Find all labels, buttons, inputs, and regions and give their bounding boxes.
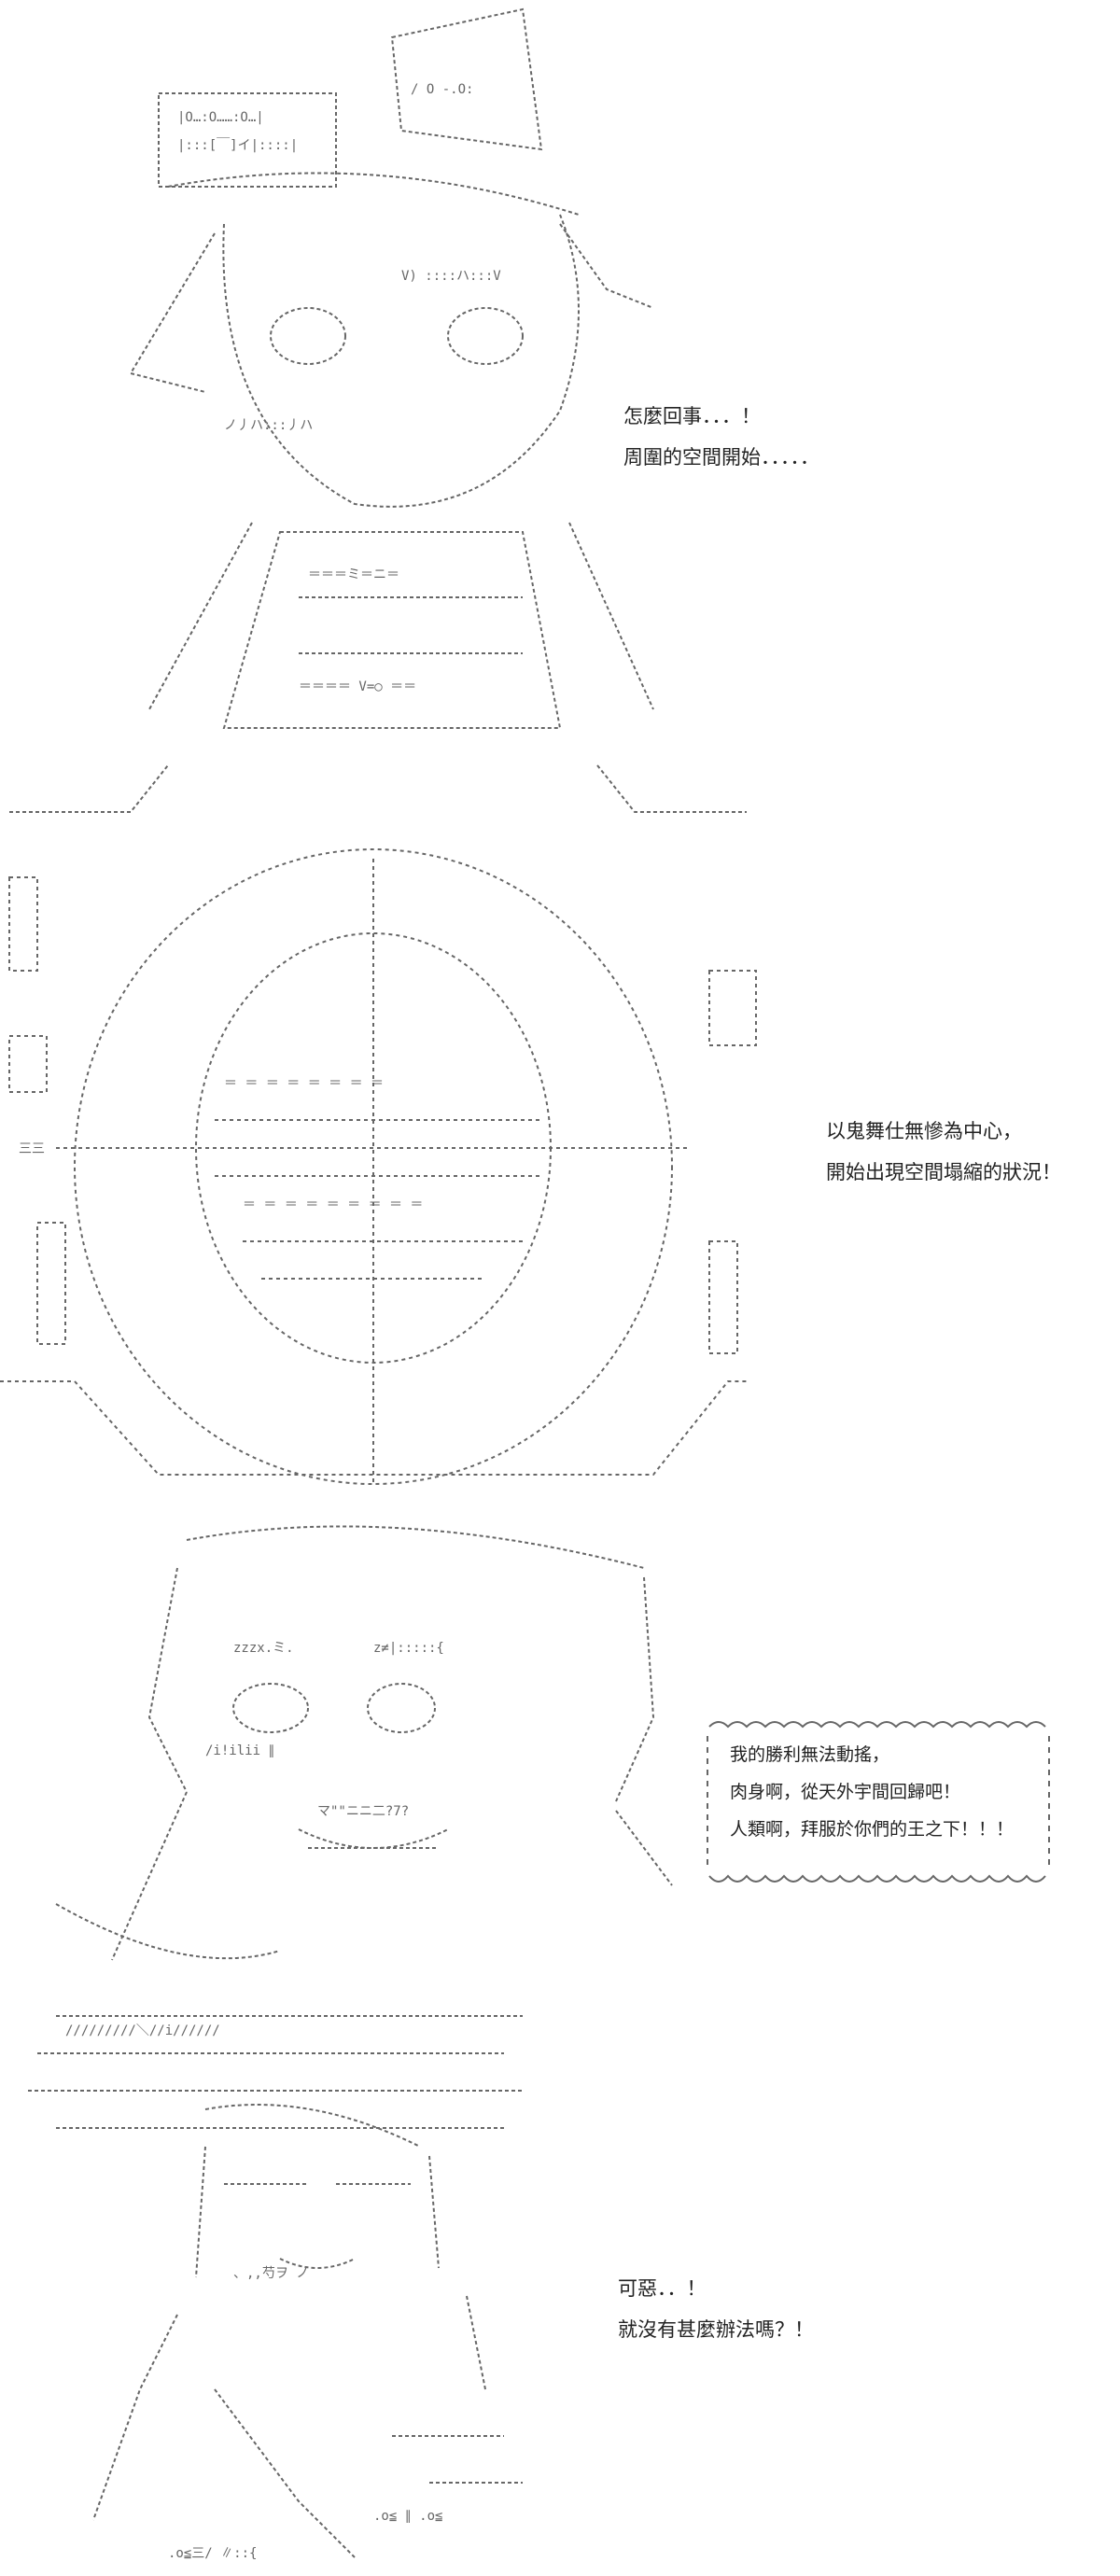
dialogue-panel-2: 以鬼舞仕無慘為中心， 開始出現空間塌縮的狀況！ (826, 1111, 1061, 1193)
svg-text:＝ ＝ ＝ ＝ ＝ ＝ ＝ ＝: ＝ ＝ ＝ ＝ ＝ ＝ ＝ ＝ (224, 1076, 384, 1091)
svg-text:|O…:O……:O…|: |O…:O……:O…| (177, 110, 264, 125)
speech-bubble: 我的勝利無法動搖， 肉身啊，從天外宇間回歸吧！ 人類啊，拜服於你們的王之下！！！ (709, 1725, 1055, 1874)
speech-line: 人類啊，拜服於你們的王之下！！！ (730, 1819, 1015, 1840)
panel-1: |O…:O……:O…| |:::[￣]イ|::::| / O ‐.O: V) :… (0, 0, 1120, 840)
svg-text:マ""ニニ二?7?: マ""ニニ二?7? (317, 1804, 409, 1819)
ascii-art-muzan-grinning: zzzx.ミ. z≠|:::::{ マ""ニニ二?7? /i!ilii ∥ (55, 1525, 673, 1961)
dialogue-line: 就沒有甚麼辦法嗎？！ (618, 2318, 814, 2341)
svg-text:zzzx.ミ.: zzzx.ミ. (233, 1641, 294, 1656)
dialogue-line: 以鬼舞仕無慘為中心， (826, 1120, 1022, 1142)
dialogue-line: 開始出現空間塌縮的狀況！ (826, 1161, 1061, 1183)
dialogue-panel-4: 可惡．．！ 就沒有甚麼辦法嗎？！ (618, 2268, 814, 2350)
dialogue-panel-1: 怎麼回事．．．！ 周圍的空間開始．．．．． (623, 396, 819, 478)
panel-3: zzzx.ミ. z≠|:::::{ マ""ニニ二?7? /i!ilii ∥ 我的… (0, 1512, 1120, 1997)
svg-text:/i!ilii ∥: /i!ilii ∥ (205, 1743, 274, 1758)
svg-text:、,,芍ヲ ノ: 、,,芍ヲ ノ (233, 2266, 309, 2281)
svg-text:/ O ‐.O:: / O ‐.O: (411, 82, 473, 97)
svg-text:＝ ＝ ＝ ＝ ＝ ＝ ＝ ＝ ＝: ＝ ＝ ＝ ＝ ＝ ＝ ＝ ＝ ＝ (243, 1197, 423, 1212)
speech-bubble-outline (707, 1721, 1050, 1883)
svg-text:z≠|:::::{: z≠|:::::{ (373, 1641, 444, 1656)
panel-4: /////////＼//i////// 、,,芍ヲ ノ .o≦三/ ∥::{ .… (0, 1997, 1120, 2576)
svg-text:＝＝＝ミ＝ニ＝: ＝＝＝ミ＝ニ＝ (308, 567, 399, 582)
svg-text://///////＼//i//////: /////////＼//i////// (65, 2023, 220, 2038)
dialogue-line: 可惡．．！ (618, 2277, 707, 2300)
svg-text:＝＝＝＝ V=○ ＝＝: ＝＝＝＝ V=○ ＝＝ (299, 679, 416, 694)
panel-2: ＝ ＝ ＝ ＝ ＝ ＝ ＝ ＝ ＝ ＝ ＝ ＝ ＝ ＝ ＝ ＝ ＝ 三三 以鬼舞… (0, 840, 1120, 1512)
svg-text:三三: 三三 (19, 1141, 45, 1156)
speech-line: 肉身啊，從天外宇間回歸吧！ (730, 1782, 961, 1802)
speech-line: 我的勝利無法動搖， (730, 1744, 890, 1765)
ascii-art-tanjiro-frustrated: /////////＼//i////// 、,,芍ヲ ノ .o≦三/ ∥::{ .… (28, 2015, 523, 2561)
ascii-art-spatial-collapse-sphere: ＝ ＝ ＝ ＝ ＝ ＝ ＝ ＝ ＝ ＝ ＝ ＝ ＝ ＝ ＝ ＝ ＝ 三三 (0, 848, 757, 1485)
svg-text:.o≦三/ ∥::{: .o≦三/ ∥::{ (168, 2546, 257, 2561)
ascii-art-girl-with-bow: |O…:O……:O…| |:::[￣]イ|::::| / O ‐.O: V) :… (9, 7, 747, 813)
svg-text:.o≦ ∥ .o≦: .o≦ ∥ .o≦ (373, 2509, 442, 2524)
dialogue-line: 怎麼回事．．．！ (623, 405, 761, 427)
dialogue-line: 周圍的空間開始．．．．． (623, 446, 819, 469)
svg-text:V) ::::ハ:::V: V) ::::ハ:::V (401, 269, 501, 284)
svg-text:|:::[￣]イ|::::|: |:::[￣]イ|::::| (177, 138, 298, 153)
svg-text:ノ丿ハ:::丿ハ: ノ丿ハ:::丿ハ (224, 418, 313, 433)
